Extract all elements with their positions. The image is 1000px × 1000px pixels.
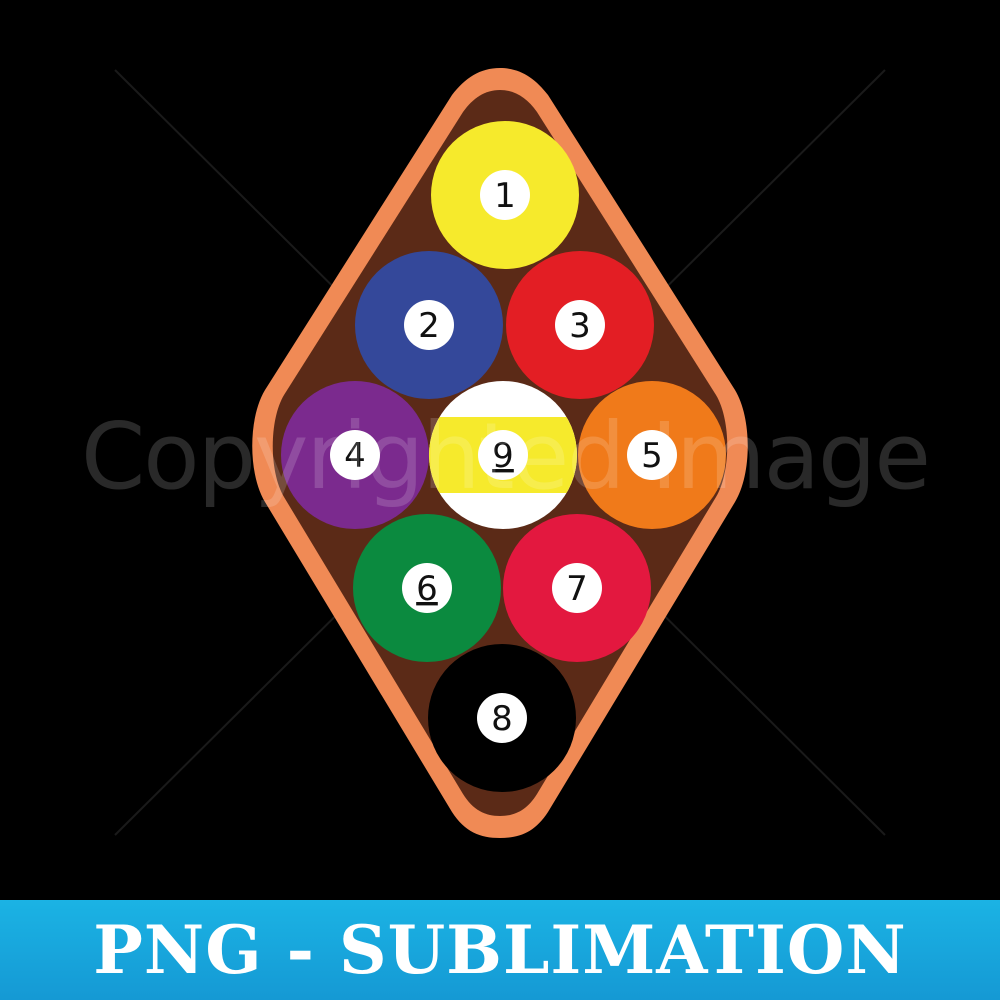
- ball-number-spot: [555, 300, 605, 350]
- ball-2: 2: [355, 251, 503, 399]
- ball-number-spot: [480, 170, 530, 220]
- ball-number: 7: [566, 569, 588, 609]
- watermark-text: Copyrighted Image: [81, 403, 929, 510]
- ball-7: 7: [503, 514, 651, 662]
- ball-number: 9: [492, 436, 514, 476]
- ball-number: 8: [491, 699, 513, 739]
- ball-number-spot: [478, 430, 528, 480]
- ball-number: 4: [344, 436, 366, 476]
- ball-number-spot: [627, 430, 677, 480]
- banner: PNG - SUBLIMATION: [0, 900, 1000, 1000]
- ball-number: 1: [494, 176, 516, 216]
- ball-3: 3: [506, 251, 654, 399]
- ball-number: 2: [418, 306, 440, 346]
- ball-6: 6: [353, 514, 501, 662]
- ball-number: 6: [416, 569, 438, 609]
- pool-rack-illustration: 1 2 3 4 9 5 6 7 8 Copyrighted Image: [81, 68, 931, 838]
- ball-number: 5: [641, 436, 663, 476]
- ball-number-spot: [477, 693, 527, 743]
- balls-group: 1 2 3 4 9 5 6 7 8: [281, 121, 726, 792]
- ball-number-spot: [330, 430, 380, 480]
- ball-4: 4: [281, 381, 429, 529]
- ball-number-spot: [402, 563, 452, 613]
- banner-text: PNG - SUBLIMATION: [93, 911, 907, 989]
- ball-1: 1: [431, 121, 579, 269]
- ball-number: 3: [569, 306, 591, 346]
- ball-number-spot: [404, 300, 454, 350]
- ball-number-spot: [552, 563, 602, 613]
- ball-8: 8: [428, 644, 576, 792]
- ball-5: 5: [578, 381, 726, 529]
- ball-9: 9: [429, 381, 577, 529]
